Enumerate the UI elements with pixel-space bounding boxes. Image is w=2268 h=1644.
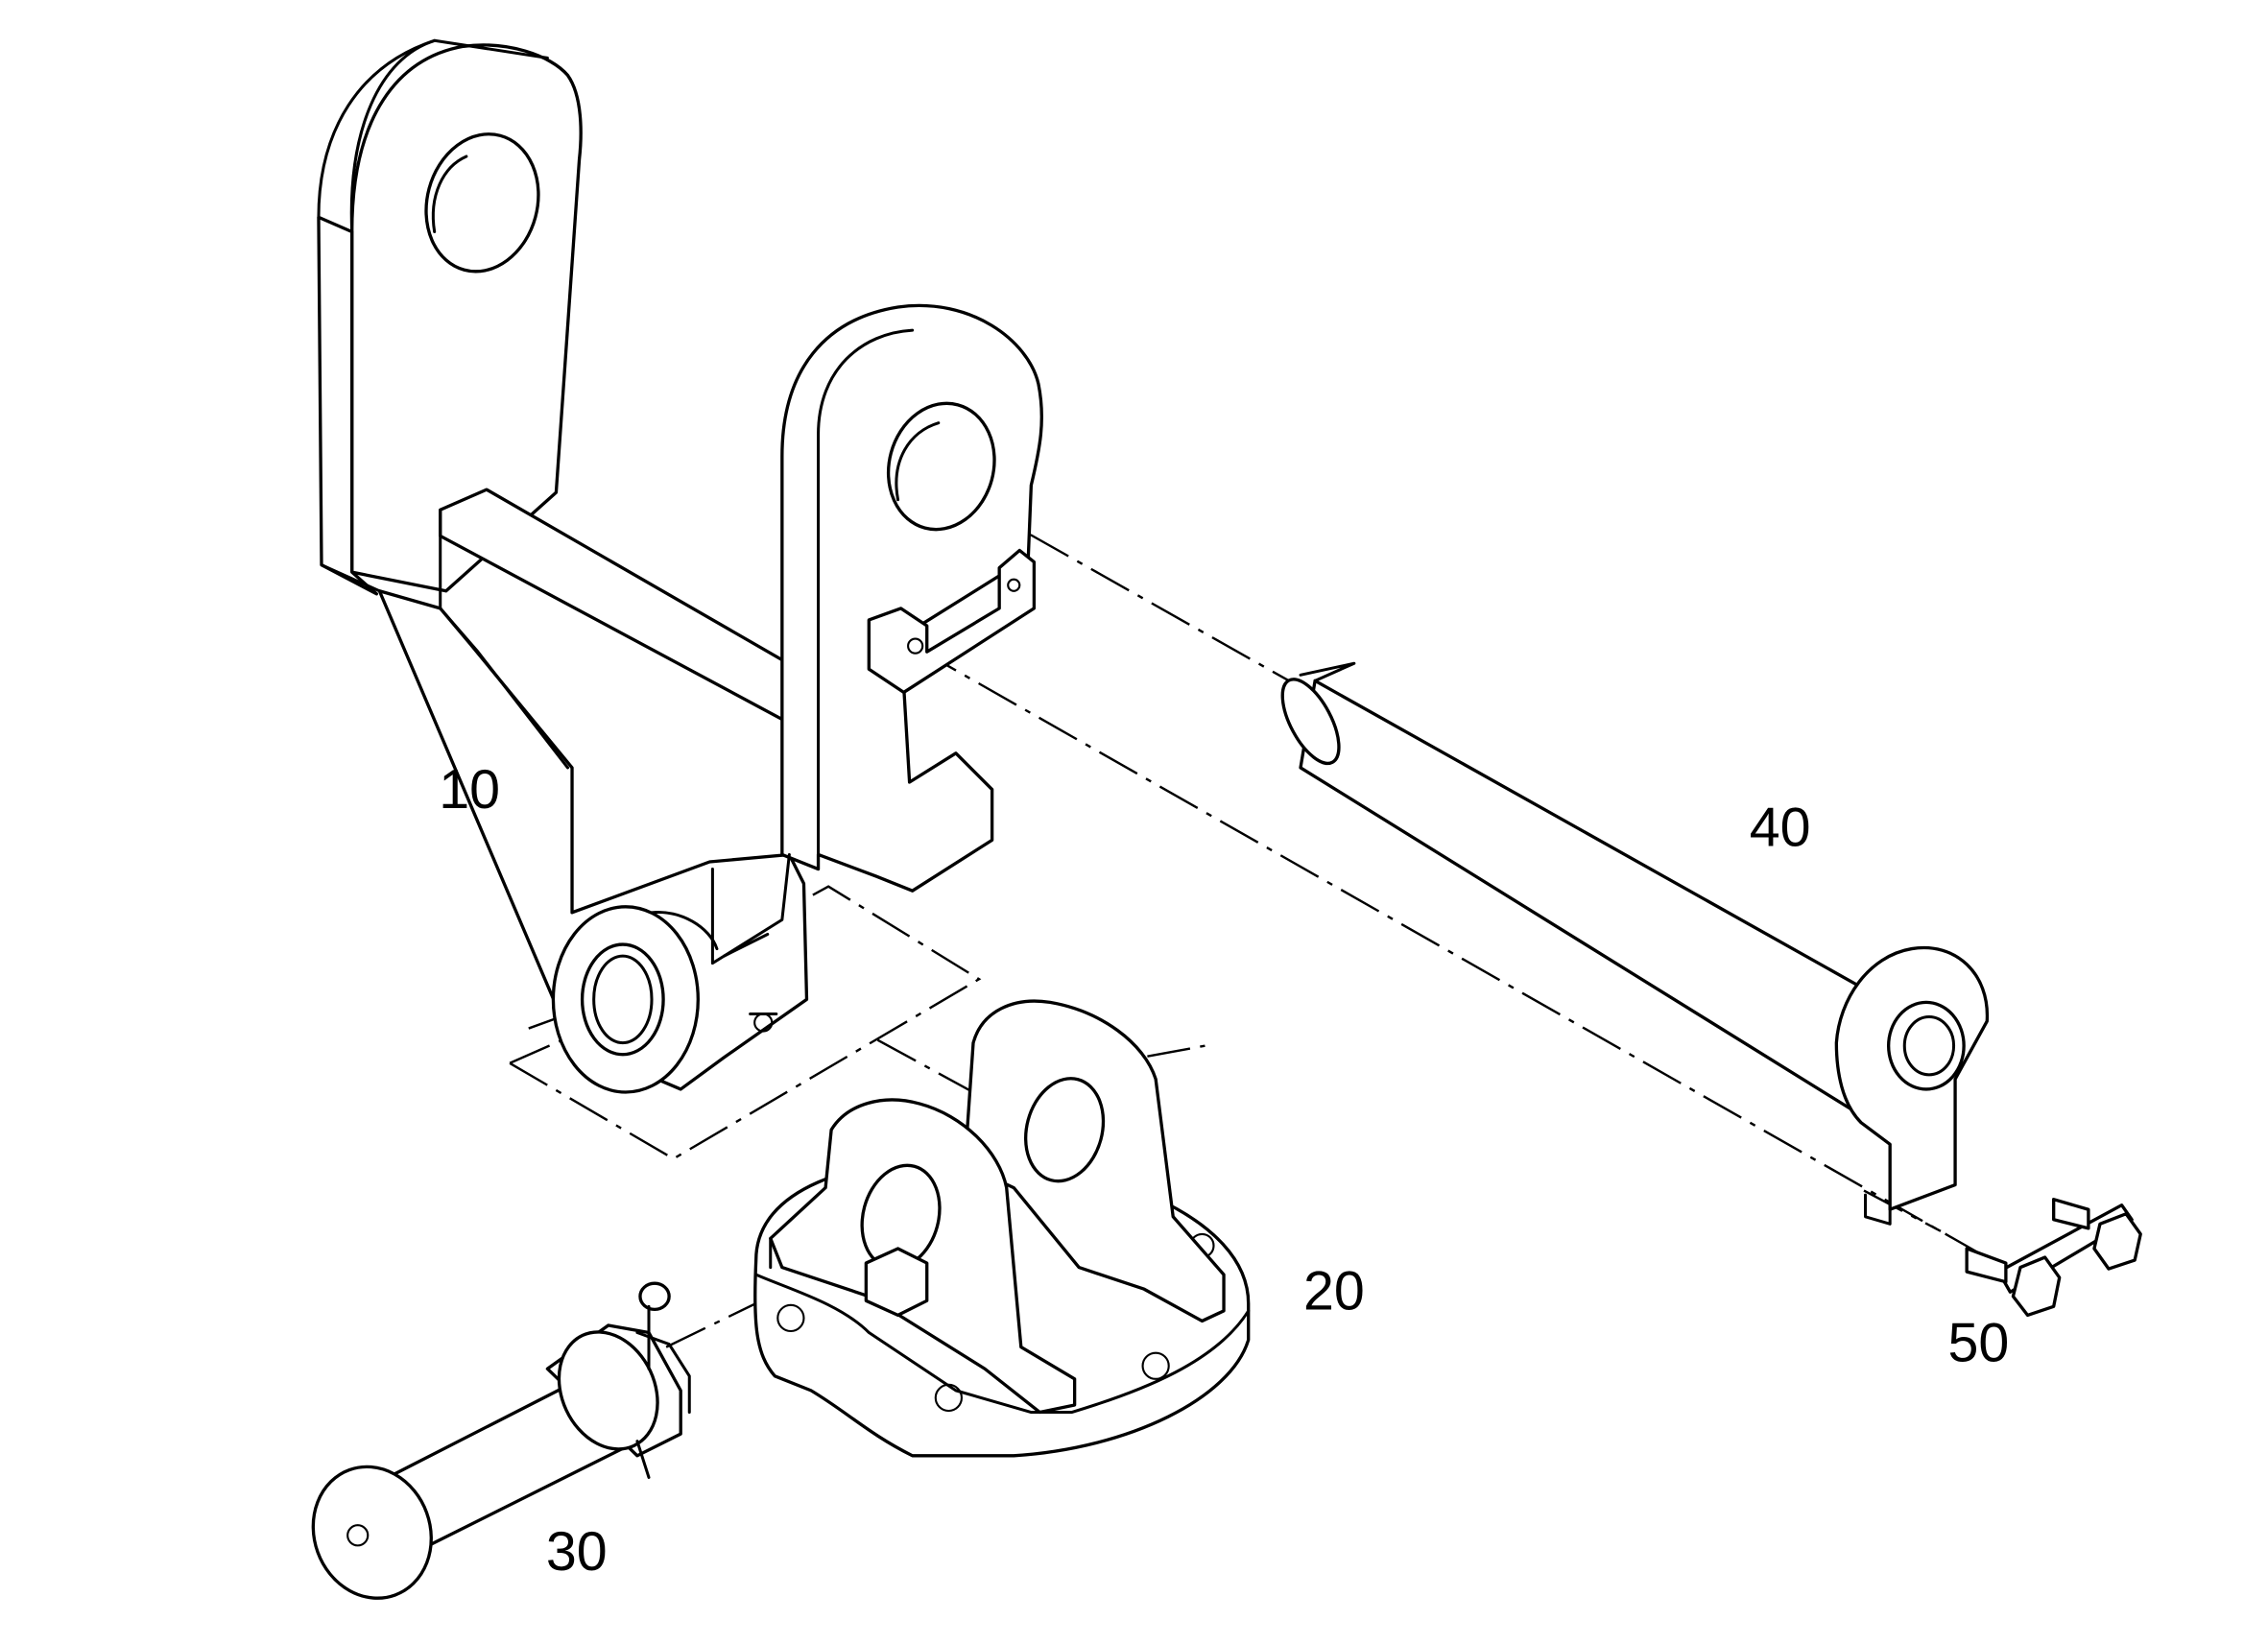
part-10-lever-arm — [317, 38, 1043, 1094]
part-30-pin-castle-nut — [311, 1281, 691, 1600]
part-50-locking-plate — [1965, 1197, 2142, 1318]
part-20-clevis-base — [753, 999, 1251, 1458]
part-40-pin-eye-plate — [1280, 661, 1989, 1226]
callout-20: 20 — [1303, 1260, 1365, 1322]
callout-10: 10 — [439, 759, 500, 821]
callout-30: 30 — [546, 1521, 608, 1583]
callout-40: 40 — [1750, 797, 1811, 858]
callout-labels: 10 20 30 40 50 — [439, 759, 2009, 1583]
callout-50: 50 — [1948, 1313, 2010, 1374]
